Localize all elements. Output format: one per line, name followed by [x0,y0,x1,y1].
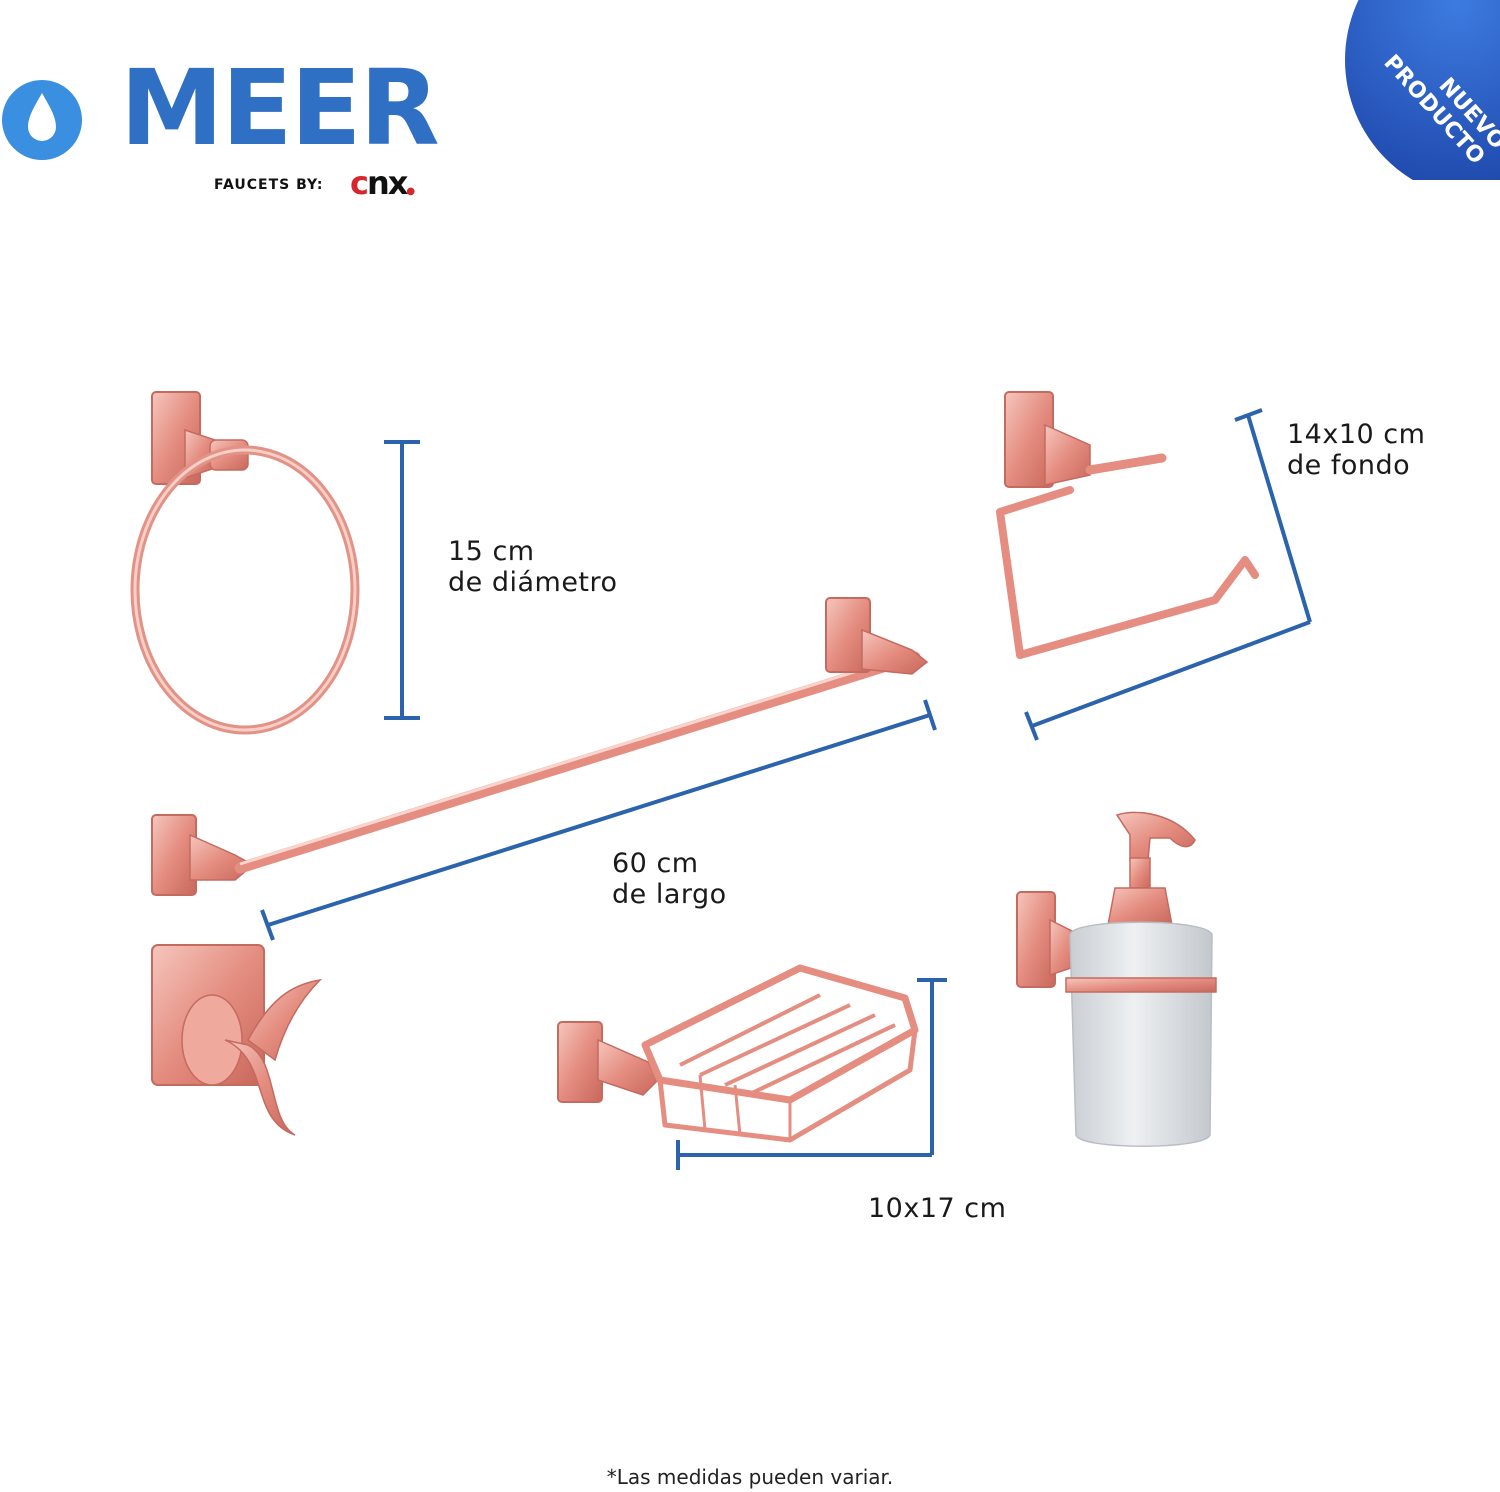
footnote: *Las medidas pueden variar. [606,1465,894,1489]
dimension-lines [260,408,1312,1170]
ring-measure-line1: 15 cm [448,536,535,567]
soap-dish-measure: 10x17 cm [868,1193,1006,1224]
brand-name: MEER [120,47,440,169]
paper-holder-measure: 14x10 cm de fondo [1287,419,1425,481]
paper-holder [996,391,1259,659]
bar-dimension-line [267,713,931,927]
towel-bar-measure: 60 cm de largo [612,848,727,910]
paper-holder-width-line [1031,620,1311,728]
paper-holder-measure-line1: 14x10 cm [1287,419,1426,450]
paper-holder-measure-line2: de fondo [1287,450,1411,481]
towel-bar-measure-line1: 60 cm [612,848,699,879]
water-drop-logo-icon [2,80,82,160]
paper-holder-depth-line [1246,414,1312,623]
soap-dish-wall-plate [557,1021,603,1103]
new-product-badge: NUEVO PRODUCTO [1345,0,1500,180]
ring-measure: 15 cm de diámetro [448,536,618,598]
soap-dispenser [1016,811,1217,1147]
ring-measure-line2: de diámetro [448,567,618,598]
towel-ring [130,391,360,735]
brand-header: MEER FAUCETS BY: cnx● [0,0,460,210]
pump-head [1115,811,1196,861]
towel-bar-measure-line2: de largo [612,879,727,910]
towel-bar [151,597,929,896]
cnx-logo: cnx● [350,164,415,202]
glass-bottle [1069,921,1213,1147]
soap-dish [557,964,919,1143]
faucets-by-label: FAUCETS BY: [214,177,324,193]
soap-dish-measure-line1: 10x17 cm [868,1193,1007,1224]
robe-hook [151,944,323,1136]
